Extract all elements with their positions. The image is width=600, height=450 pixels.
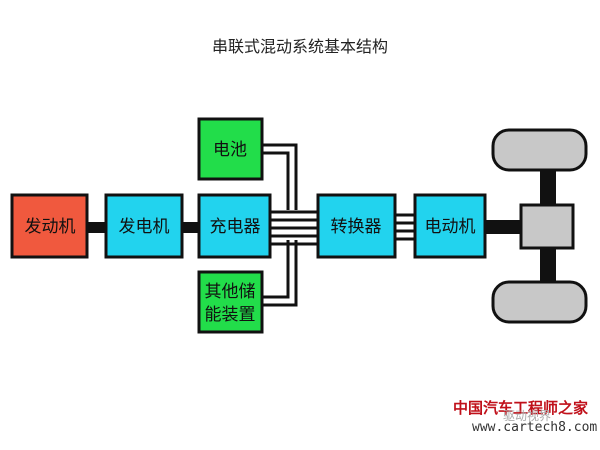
charger-box: 充电器 [197, 193, 272, 259]
rear-wheel [491, 280, 588, 324]
other-storage-label-line1: 其他储 [205, 282, 256, 302]
converter-box: 转换器 [316, 193, 397, 259]
charger-label: 充电器 [210, 217, 261, 237]
watermark-org: 中国汽车工程师之家 [453, 399, 588, 417]
wheel-assembly [491, 128, 588, 324]
diagram-title: 串联式混动系统基本结构 [212, 37, 388, 56]
generator-label: 发电机 [119, 217, 170, 237]
engine-label: 发动机 [25, 217, 76, 237]
other-storage-box: 其他储 能装置 [197, 270, 264, 334]
generator-charger-connector [182, 222, 199, 233]
battery-bus-connector [262, 143, 298, 210]
motor-axle-connector [485, 220, 523, 234]
engine-box: 发动机 [10, 193, 89, 259]
battery-box: 电池 [197, 117, 264, 181]
other-storage-label-line2: 能装置 [205, 305, 256, 325]
battery-label: 电池 [213, 140, 247, 160]
engine-generator-connector [88, 222, 106, 233]
watermark: 中国汽车工程师之家 www.cartech8.com 驱动视界 [453, 399, 597, 435]
front-wheel [491, 128, 588, 172]
motor-box: 电动机 [413, 193, 487, 259]
watermark-url: www.cartech8.com [472, 420, 597, 435]
motor-label: 电动机 [425, 217, 476, 237]
storage-bus-connector [262, 240, 298, 307]
charger-converter-bus [270, 210, 318, 246]
generator-box: 发电机 [104, 193, 184, 259]
watermark-wechat: 驱动视界 [503, 408, 551, 423]
converter-label: 转换器 [331, 217, 382, 237]
differential [519, 203, 575, 250]
converter-motor-connector [395, 213, 415, 241]
